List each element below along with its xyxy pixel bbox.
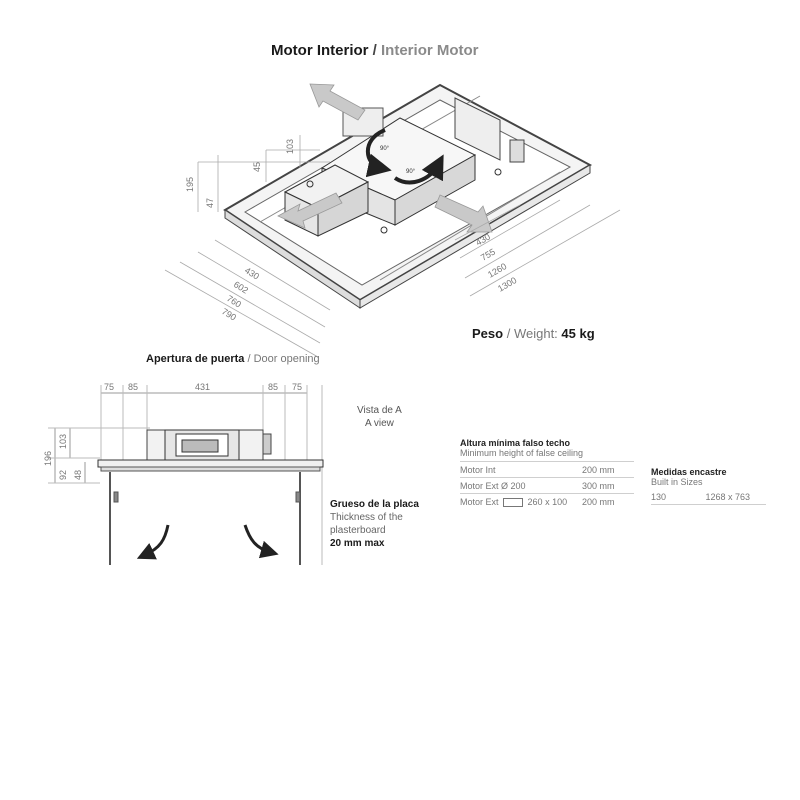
front-dim-75-right: 75 — [292, 382, 302, 392]
front-dim-75-left: 75 — [104, 382, 114, 392]
front-dim-85-left: 85 — [128, 382, 138, 392]
rectangular-duct-icon — [503, 498, 524, 508]
iso-dim-195: 195 — [185, 177, 195, 192]
table-row: Motor Ext 260 x 100 200 mm — [460, 493, 634, 509]
row-label: Motor Ext Ø 200 — [460, 481, 526, 491]
plasterboard-note: Grueso de la placa Thickness of the plas… — [330, 498, 419, 550]
front-view — [48, 385, 324, 565]
iso-dim-45: 45 — [252, 162, 262, 172]
weight-label-en: Weight: — [513, 326, 558, 341]
plasterboard-title-en-1: Thickness of the — [330, 512, 403, 523]
row-label-post: 260 x 100 — [527, 497, 568, 507]
rotation-arrows — [365, 128, 444, 185]
front-dim-92: 92 — [58, 470, 68, 480]
row-label: Motor Int — [460, 465, 496, 475]
weight-value: 45 kg — [561, 326, 595, 341]
iso-right-1300: 1300 — [496, 275, 518, 294]
weight-separator: / — [506, 326, 511, 341]
table-row: 130 1268 x 763 — [651, 490, 766, 505]
iso-left-dimensions — [164, 239, 331, 358]
title-en: Interior Motor — [381, 42, 479, 59]
plasterboard-title-es: Grueso de la placa — [330, 499, 419, 510]
plasterboard-title-en-2: plasterboard — [330, 525, 386, 536]
iso-vertical-dimensions — [197, 135, 330, 212]
view-a-en: A view — [364, 418, 394, 429]
row-value: 300 mm — [582, 481, 615, 491]
iso-right-dimensions — [454, 199, 621, 297]
iso-dim-47: 47 — [205, 198, 215, 208]
title-separator: / — [372, 42, 377, 59]
min-height-title-en: Minimum height of false ceiling — [460, 448, 584, 458]
door-opening-label: Apertura de puerta / Door opening — [146, 353, 320, 365]
plasterboard-max: 20 mm max — [330, 538, 385, 549]
iso-right-755: 755 — [479, 247, 497, 263]
isometric-hood — [223, 83, 593, 309]
sizes-cell-1: 130 — [651, 492, 667, 502]
iso-dim-103: 103 — [285, 139, 295, 154]
airflow-arrows — [277, 83, 493, 233]
door-label-en: Door opening — [253, 353, 320, 365]
built-in-sizes-table: Medidas encastre Built in Sizes 130 1268… — [651, 467, 766, 505]
front-dim-85-right: 85 — [268, 382, 278, 392]
front-dim-103: 103 — [58, 434, 68, 449]
sizes-title-en: Built in Sizes — [651, 477, 703, 487]
view-a-label: Vista de A A view — [357, 404, 402, 430]
row-value: 200 mm — [582, 497, 615, 507]
weight-label-es: Peso — [472, 326, 504, 341]
table-row: Motor Ext Ø 200 300 mm — [460, 477, 634, 493]
min-height-table: Altura mínima falso techo Minimum height… — [460, 438, 634, 509]
rotation-label-2: 90° — [406, 169, 416, 175]
front-dim-196: 196 — [43, 451, 53, 466]
iso-left-430: 430 — [243, 265, 261, 281]
row-label: Motor Ext 260 x 100 — [460, 497, 568, 508]
view-a-es: Vista de A — [357, 405, 402, 416]
min-height-title-es: Altura mínima falso techo — [460, 438, 571, 448]
door-swing-arrows — [136, 524, 279, 560]
title-es: Motor Interior — [271, 42, 369, 59]
iso-left-790: 790 — [220, 306, 238, 322]
sizes-title-es: Medidas encastre — [651, 467, 727, 477]
page-title: Motor Interior / Interior Motor — [271, 42, 479, 59]
rotation-label-1: 90° — [380, 146, 390, 152]
row-value: 200 mm — [582, 465, 615, 475]
row-label-pre: Motor Ext — [460, 497, 499, 507]
weight-label: Peso / Weight: 45 kg — [472, 326, 595, 341]
front-dim-431: 431 — [195, 382, 210, 392]
door-label-es: Apertura de puerta — [146, 353, 245, 365]
sizes-cell-2: 1268 x 763 — [705, 492, 750, 502]
door-separator: / — [247, 353, 251, 365]
table-row: Motor Int 200 mm — [460, 461, 634, 477]
front-dim-48: 48 — [73, 470, 83, 480]
